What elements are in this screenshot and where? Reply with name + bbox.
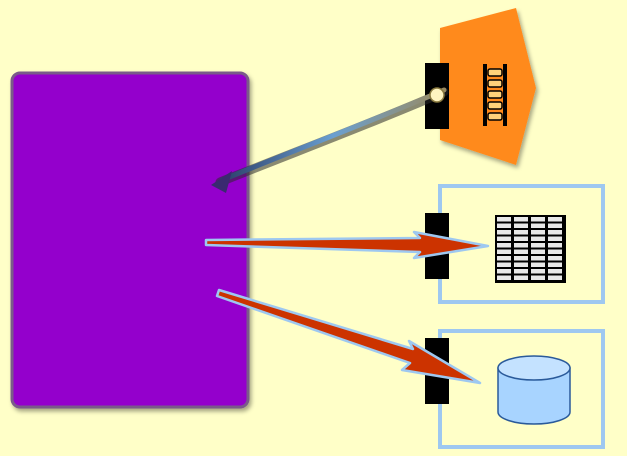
grid-cell [514, 217, 528, 222]
grid-cell [497, 256, 511, 261]
grid-cell [548, 269, 562, 274]
grid-cell [531, 236, 545, 241]
grid-cell [548, 230, 562, 235]
grid-cell [497, 249, 511, 254]
grid-cell [514, 243, 528, 248]
grid-cell [531, 230, 545, 235]
middle-node [425, 184, 605, 304]
grid-cell [548, 217, 562, 222]
grid-cell [497, 243, 511, 248]
grid-cell [548, 275, 562, 280]
grid-cell [548, 236, 562, 241]
database-cylinder-icon [497, 355, 571, 425]
grid-cell [531, 243, 545, 248]
grid-cell [497, 236, 511, 241]
grid-cell [531, 269, 545, 274]
grid-cell [514, 249, 528, 254]
grid-cell [497, 275, 511, 280]
grid-cell [497, 262, 511, 267]
grid-cell [531, 217, 545, 222]
grid-cell [548, 243, 562, 248]
grid-cell [514, 223, 528, 228]
film-strip-icon [483, 64, 507, 126]
grid-cell [548, 262, 562, 267]
grid-cell [531, 275, 545, 280]
grid-table-icon [495, 215, 566, 283]
grid-cell [497, 269, 511, 274]
grid-cell [548, 223, 562, 228]
grid-cell [514, 230, 528, 235]
grid-cell [531, 249, 545, 254]
outgoing-arrow-middle [204, 230, 490, 260]
incoming-arrow [211, 87, 449, 193]
grid-cell [514, 262, 528, 267]
grid-cell [531, 256, 545, 261]
grid-cell [548, 249, 562, 254]
grid-cell [514, 275, 528, 280]
grid-cell [514, 269, 528, 274]
grid-cell [531, 223, 545, 228]
grid-cell [514, 256, 528, 261]
grid-cell [497, 217, 511, 222]
grid-cell [531, 262, 545, 267]
grid-cell [497, 223, 511, 228]
grid-cell [497, 230, 511, 235]
outgoing-arrow-bottom [215, 288, 482, 385]
grid-cell [548, 256, 562, 261]
grid-cell [514, 236, 528, 241]
bottom-node [425, 329, 605, 449]
top-node [425, 8, 536, 165]
